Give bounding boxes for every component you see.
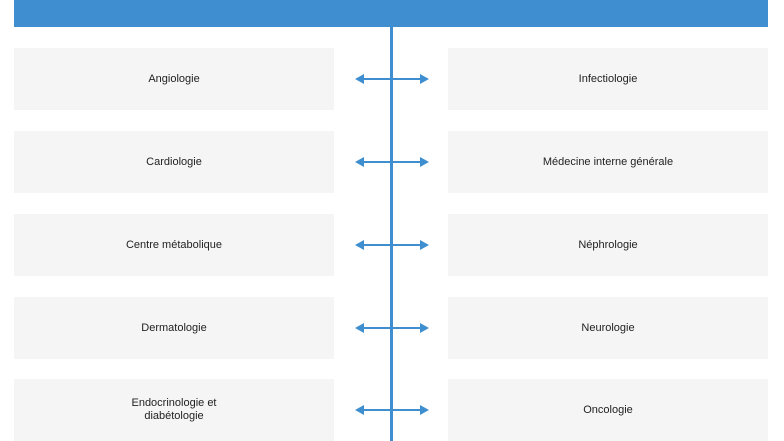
left-specialty-label: Centre métabolique bbox=[125, 238, 222, 251]
right-specialty-box: Néphrologie bbox=[448, 214, 768, 276]
right-specialty-label: Infectiologie bbox=[578, 72, 638, 85]
left-specialty-box: Cardiologie bbox=[14, 131, 334, 193]
left-specialty-label: Cardiologie bbox=[146, 155, 202, 168]
left-specialty-label: Angiologie bbox=[148, 72, 200, 85]
left-specialty-box: Endocrinologie et diabétologie bbox=[14, 379, 334, 441]
double-arrow-icon bbox=[355, 240, 429, 250]
right-specialty-label: Néphrologie bbox=[578, 238, 638, 251]
left-specialty-box: Centre métabolique bbox=[14, 214, 334, 276]
left-specialty-box: Dermatologie bbox=[14, 297, 334, 359]
left-specialty-label: Dermatologie bbox=[141, 321, 207, 334]
double-arrow-icon bbox=[355, 323, 429, 333]
specialty-row: Angiologie Infectiologie bbox=[0, 48, 784, 110]
right-specialty-box: Neurologie bbox=[448, 297, 768, 359]
right-specialty-box: Médecine interne générale bbox=[448, 131, 768, 193]
double-arrow-icon bbox=[355, 157, 429, 167]
specialty-row: Cardiologie Médecine interne générale bbox=[0, 131, 784, 193]
header-bar bbox=[14, 0, 768, 27]
center-connector-line bbox=[390, 27, 393, 441]
left-specialty-box: Angiologie bbox=[14, 48, 334, 110]
double-arrow-icon bbox=[355, 405, 429, 415]
right-specialty-box: Infectiologie bbox=[448, 48, 768, 110]
specialty-row: Dermatologie Neurologie bbox=[0, 297, 784, 359]
specialty-row: Centre métabolique Néphrologie bbox=[0, 214, 784, 276]
right-specialty-label: Médecine interne générale bbox=[542, 155, 674, 168]
right-specialty-label: Oncologie bbox=[583, 403, 633, 416]
double-arrow-icon bbox=[355, 74, 429, 84]
right-specialty-label: Neurologie bbox=[581, 321, 635, 334]
specialty-row: Endocrinologie et diabétologie Oncologie bbox=[0, 379, 784, 441]
left-specialty-label: Endocrinologie et diabétologie bbox=[131, 397, 217, 422]
right-specialty-box: Oncologie bbox=[448, 379, 768, 441]
